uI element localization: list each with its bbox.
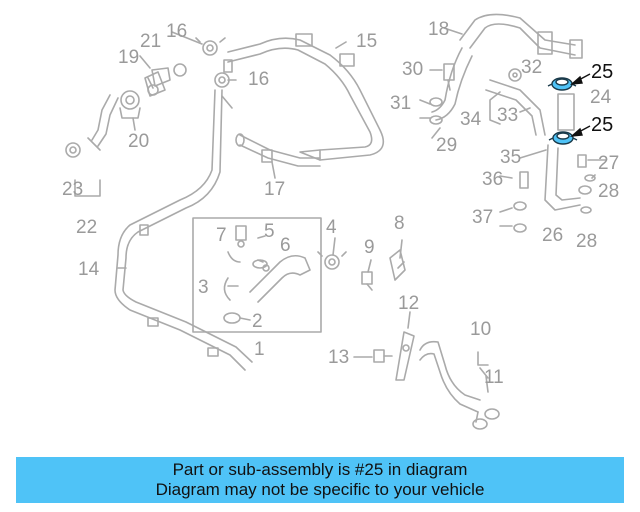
callout-25-lower: 25 [591, 114, 614, 136]
callout-14: 14 [78, 259, 100, 280]
banner-line-part: Part or sub-assembly is #25 in diagram [172, 460, 468, 479]
callout-8: 8 [394, 213, 405, 234]
clamp-16-lower [214, 59, 233, 88]
bolt-13 [373, 349, 393, 363]
hose-33 [485, 79, 546, 136]
callout-31: 31 [390, 93, 412, 114]
hose-18 [431, 13, 583, 121]
callout-1: 1 [254, 339, 265, 360]
info-banner: Part or sub-assembly is #25 in diagram D… [16, 457, 624, 503]
arrow-25-upper [569, 73, 591, 85]
hose-10 [419, 340, 500, 430]
bolt-9 [361, 271, 373, 291]
callout-6: 6 [280, 235, 291, 256]
clamp-32 [508, 68, 522, 82]
callout-28: 28 [576, 231, 598, 252]
callout-11: 11 [484, 367, 504, 388]
hose-22 [65, 94, 119, 158]
callout-19: 19 [118, 47, 140, 68]
bracket-12 [395, 331, 415, 381]
callout-37: 37 [472, 207, 494, 228]
callout-16: 16 [166, 21, 188, 42]
callout-3: 3 [198, 277, 209, 298]
clamp-16-upper [195, 37, 226, 56]
cylinder-24 [557, 93, 575, 131]
callout-15: 15 [356, 31, 378, 52]
clamp-25-lower [548, 131, 578, 145]
callout-28: 28 [598, 181, 620, 202]
ring-31 [429, 97, 443, 125]
callout-30: 30 [402, 59, 424, 80]
callout-12: 12 [398, 293, 420, 314]
callout-22: 22 [76, 217, 98, 238]
callout-13: 13 [328, 347, 350, 368]
assembly-1 [223, 225, 311, 324]
pipe-14 [114, 89, 253, 371]
hose-15 [227, 33, 385, 161]
callout-2: 2 [252, 311, 263, 332]
callout-10: 10 [470, 319, 492, 340]
callout-34: 34 [460, 109, 482, 130]
pipe-17 [235, 133, 321, 167]
callout-35: 35 [500, 147, 522, 168]
callout-16: 16 [248, 69, 270, 90]
bracket-8 [389, 249, 406, 281]
arrow-25-lower [569, 125, 591, 137]
callout-21: 21 [140, 31, 162, 52]
fitting-36 [519, 171, 529, 189]
banner-line-disclaimer: Diagram may not be specific to your vehi… [155, 480, 485, 499]
fitting-30 [443, 63, 455, 91]
hose-26 [544, 144, 592, 211]
callout-32: 32 [521, 57, 543, 78]
callout-9: 9 [364, 237, 375, 258]
callout-4: 4 [326, 217, 337, 238]
fitting-21-19 [144, 63, 187, 97]
parts-diagram [65, 13, 607, 430]
fitting-20 [119, 90, 141, 119]
callout-17: 17 [264, 179, 286, 200]
callout-18: 18 [428, 19, 450, 40]
callout-5: 5 [264, 221, 275, 242]
callout-29: 29 [436, 135, 458, 156]
callout-26: 26 [542, 225, 564, 246]
callout-20: 20 [128, 131, 150, 152]
callout-23: 23 [62, 179, 84, 200]
callout-7: 7 [216, 225, 227, 246]
callout-36: 36 [482, 169, 504, 190]
rings-37 [513, 201, 527, 233]
box-assembly-1 [192, 217, 322, 333]
cap-4 [317, 251, 347, 270]
callout-24: 24 [590, 87, 612, 108]
callout-27: 27 [598, 153, 620, 174]
callout-25-upper: 25 [591, 61, 614, 83]
callout-33: 33 [497, 105, 519, 126]
bolt-27 [577, 154, 587, 168]
ring-28 [580, 174, 596, 214]
